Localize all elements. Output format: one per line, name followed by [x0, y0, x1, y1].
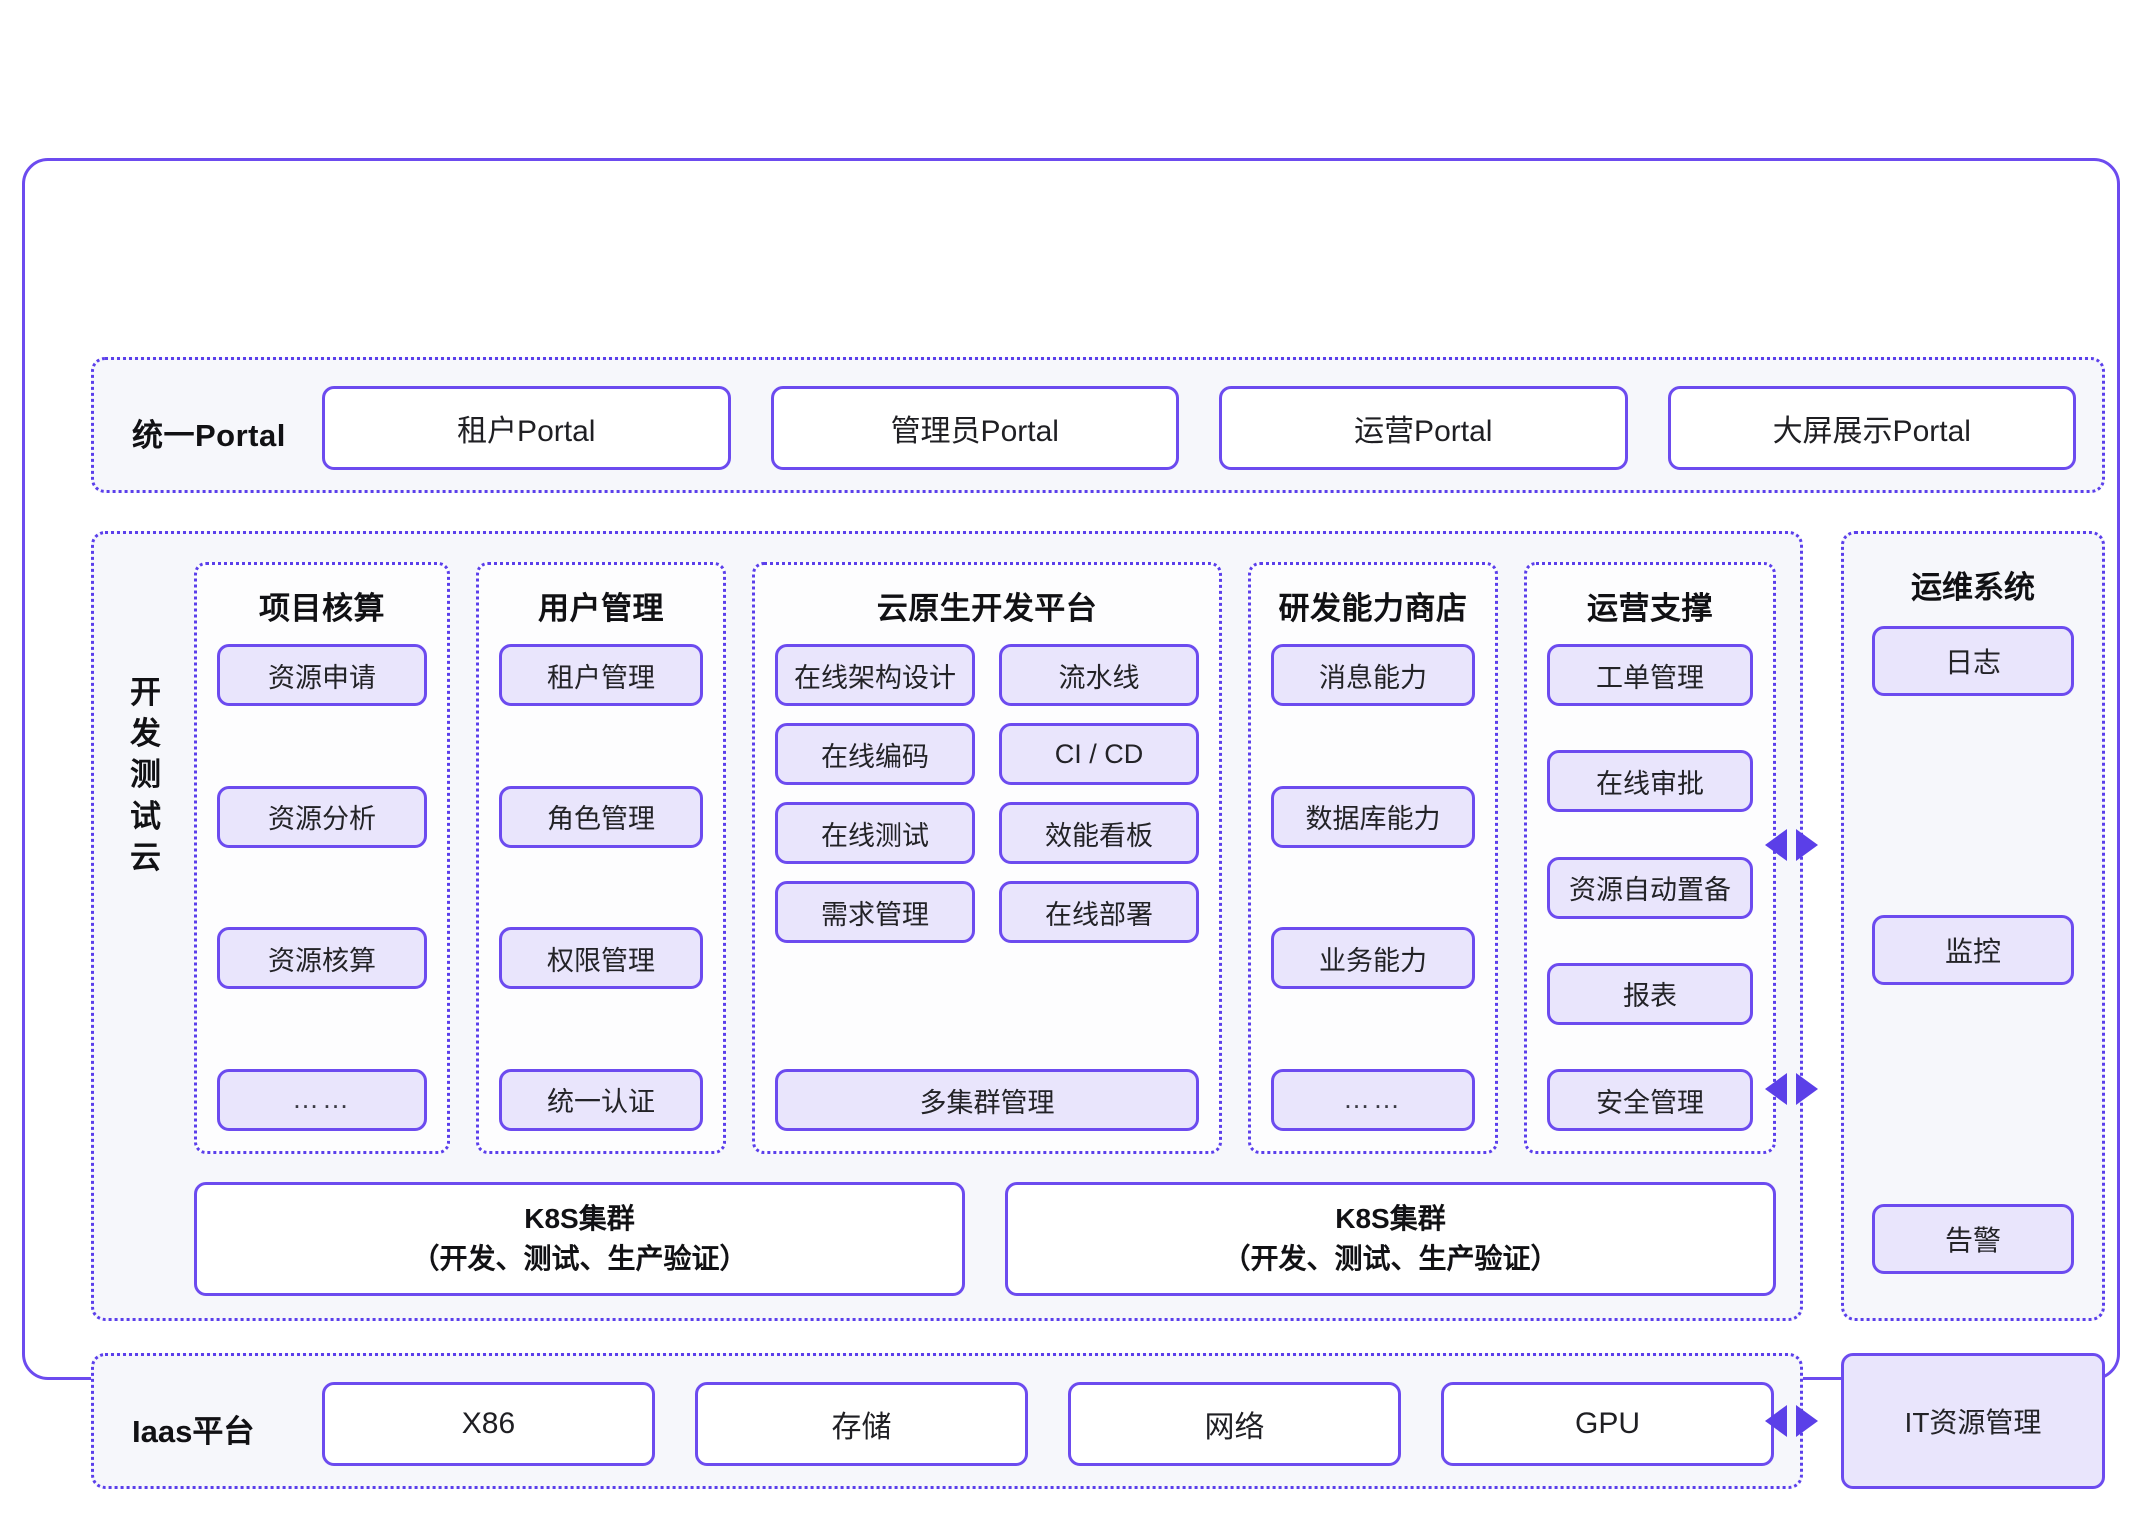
chip-requirement-management[interactable]: 需求管理	[775, 881, 975, 943]
k8s-cluster-title-1: K8S集群	[524, 1203, 635, 1235]
portal-item-list: 租户Portal 管理员Portal 运营Portal 大屏展示Portal	[322, 386, 2076, 470]
iaas-item-x86[interactable]: X86	[322, 1382, 655, 1466]
triangle-right-icon	[1796, 1405, 1818, 1437]
chip-resource-accounting[interactable]: 资源核算	[217, 927, 427, 990]
ops-system-items: 日志 监控 告警	[1872, 626, 2074, 1274]
chip-alarm[interactable]: 告警	[1872, 1204, 2074, 1274]
chip-security-management[interactable]: 安全管理	[1547, 1069, 1753, 1131]
chip-database-capability[interactable]: 数据库能力	[1271, 785, 1475, 848]
column-title-cloud-native-platform: 云原生开发平台	[876, 591, 1098, 626]
connector-arrows-bottom	[1765, 1405, 1818, 1437]
chip-online-deployment[interactable]: 在线部署	[999, 881, 1199, 943]
iaas-item-network[interactable]: 网络	[1068, 1382, 1401, 1466]
chip-permission-management[interactable]: 权限管理	[499, 927, 703, 990]
chip-log[interactable]: 日志	[1872, 626, 2074, 696]
column-items-cloud-native-platform: 在线架构设计 流水线 在线编码 CI / CD 在线测试 效能看板 需求管理 在…	[775, 644, 1199, 1131]
triangle-left-icon	[1765, 1405, 1787, 1437]
iaas-item-gpu[interactable]: GPU	[1441, 1382, 1774, 1466]
column-rnd-capability-store: 研发能力商店 消息能力 数据库能力 业务能力 ……	[1248, 562, 1498, 1154]
chip-resource-apply[interactable]: 资源申请	[217, 644, 427, 706]
k8s-cluster-subtitle-1: （开发、测试、生产验证）	[411, 1243, 748, 1274]
chip-online-testing[interactable]: 在线测试	[775, 802, 975, 864]
column-cloud-native-platform: 云原生开发平台 在线架构设计 流水线 在线编码 CI / CD 在线测试 效能看…	[752, 562, 1222, 1154]
architecture-diagram-frame: 统一Portal 租户Portal 管理员Portal 运营Portal 大屏展…	[22, 158, 2120, 1489]
chip-online-architecture-design[interactable]: 在线架构设计	[775, 644, 975, 706]
chip-more-project-accounting[interactable]: ……	[217, 1068, 427, 1131]
chip-unified-auth[interactable]: 统一认证	[499, 1068, 703, 1131]
unified-portal-section: 统一Portal 租户Portal 管理员Portal 运营Portal 大屏展…	[91, 357, 2105, 493]
k8s-cluster-row: K8S集群 （开发、测试、生产验证） K8S集群 （开发、测试、生产验证）	[194, 1182, 1776, 1296]
portal-item-operations[interactable]: 运营Portal	[1219, 386, 1628, 470]
column-title-user-management: 用户管理	[538, 591, 664, 626]
column-items-rnd-capability-store: 消息能力 数据库能力 业务能力 ……	[1271, 644, 1475, 1131]
connector-arrows-middle	[1765, 1073, 1818, 1105]
column-title-operations-support: 运营支撑	[1587, 591, 1713, 626]
chip-message-capability[interactable]: 消息能力	[1271, 644, 1475, 706]
chip-tenant-management[interactable]: 租户管理	[499, 644, 703, 706]
it-resource-management-box[interactable]: IT资源管理	[1841, 1353, 2105, 1489]
column-items-operations-support: 工单管理 在线审批 资源自动置备 报表 安全管理	[1547, 644, 1753, 1131]
chip-auto-resource-provision[interactable]: 资源自动置备	[1547, 856, 1753, 919]
connector-arrows-top	[1765, 829, 1818, 861]
column-items-project-accounting: 资源申请 资源分析 资源核算 ……	[217, 644, 427, 1131]
column-operations-support: 运营支撑 工单管理 在线审批 资源自动置备 报表 安全管理	[1524, 562, 1776, 1154]
column-title-project-accounting: 项目核算	[259, 591, 385, 626]
ops-system-section: 运维系统 日志 监控 告警	[1841, 531, 2105, 1321]
iaas-item-storage[interactable]: 存储	[695, 1382, 1028, 1466]
triangle-right-icon	[1796, 1073, 1818, 1105]
column-items-user-management: 租户管理 角色管理 权限管理 统一认证	[499, 644, 703, 1131]
cloud-native-grid: 在线架构设计 流水线 在线编码 CI / CD 在线测试 效能看板 需求管理 在…	[775, 644, 1199, 943]
column-title-rnd-capability-store: 研发能力商店	[1278, 591, 1468, 626]
k8s-cluster-box-1[interactable]: K8S集群 （开发、测试、生产验证）	[194, 1182, 965, 1296]
chip-multi-cluster-management[interactable]: 多集群管理	[775, 1069, 1199, 1131]
chip-online-approval[interactable]: 在线审批	[1547, 750, 1753, 813]
chip-pipeline[interactable]: 流水线	[999, 644, 1199, 706]
triangle-left-icon	[1765, 1073, 1787, 1105]
chip-business-capability[interactable]: 业务能力	[1271, 927, 1475, 990]
k8s-cluster-subtitle-2: （开发、测试、生产验证）	[1222, 1243, 1559, 1274]
iaas-item-list: X86 存储 网络 GPU	[322, 1382, 1774, 1466]
portal-item-bigscreen[interactable]: 大屏展示Portal	[1667, 386, 2076, 470]
chip-efficiency-dashboard[interactable]: 效能看板	[999, 802, 1199, 864]
k8s-cluster-box-2[interactable]: K8S集群 （开发、测试、生产验证）	[1005, 1182, 1776, 1296]
ops-system-title: 运维系统	[1911, 570, 2035, 605]
chip-online-coding[interactable]: 在线编码	[775, 723, 975, 785]
chip-ci-cd[interactable]: CI / CD	[999, 723, 1199, 785]
dev-test-cloud-label: 开发测试云	[130, 675, 162, 875]
dev-test-cloud-section: 开发测试云 项目核算 资源申请 资源分析 资源核算 …… 用户管理 租户管理 角…	[91, 531, 1803, 1321]
chip-ticket-management[interactable]: 工单管理	[1547, 644, 1753, 706]
iaas-platform-section: Iaas平台 X86 存储 网络 GPU	[91, 1353, 1803, 1489]
chip-resource-analysis[interactable]: 资源分析	[217, 785, 427, 848]
column-user-management: 用户管理 租户管理 角色管理 权限管理 统一认证	[476, 562, 726, 1154]
portal-item-admin[interactable]: 管理员Portal	[770, 386, 1179, 470]
unified-portal-label: 统一Portal	[132, 418, 286, 453]
triangle-left-icon	[1765, 829, 1787, 861]
chip-monitoring[interactable]: 监控	[1872, 915, 2074, 985]
chip-more-rnd-capability[interactable]: ……	[1271, 1068, 1475, 1131]
chip-report[interactable]: 报表	[1547, 962, 1753, 1025]
iaas-platform-label: Iaas平台	[132, 1414, 255, 1449]
chip-role-management[interactable]: 角色管理	[499, 785, 703, 848]
capability-columns: 项目核算 资源申请 资源分析 资源核算 …… 用户管理 租户管理 角色管理 权限…	[194, 562, 1776, 1154]
column-project-accounting: 项目核算 资源申请 资源分析 资源核算 ……	[194, 562, 450, 1154]
k8s-cluster-title-2: K8S集群	[1335, 1203, 1446, 1235]
portal-item-tenant[interactable]: 租户Portal	[322, 386, 731, 470]
triangle-right-icon	[1796, 829, 1818, 861]
